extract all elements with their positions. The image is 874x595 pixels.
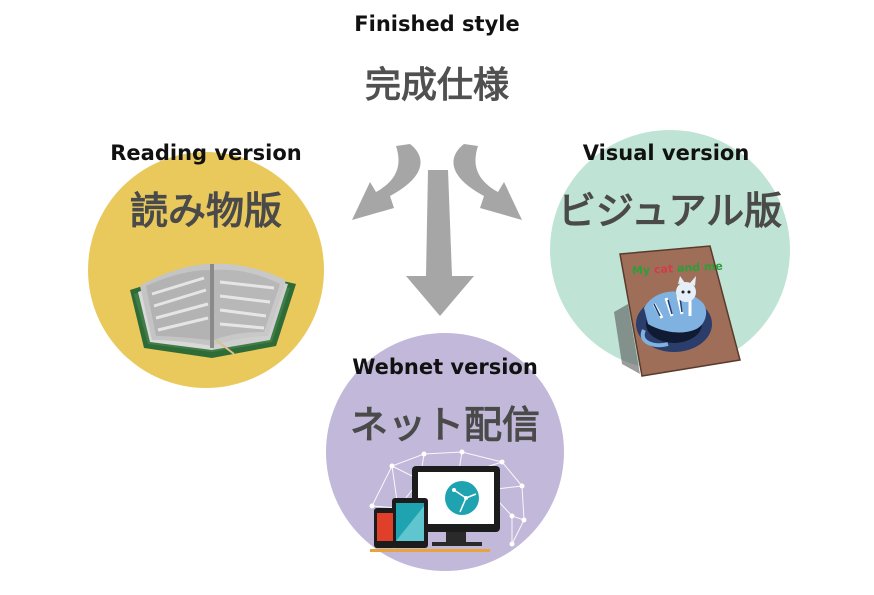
webnet-version-label-en: Webnet version [352,355,538,379]
magazine-title-part3: and me [672,259,724,276]
magazine-title-part2: cat [653,262,674,277]
webnet-version-label-jp: ネット配信 [349,403,540,447]
visual-version-label-jp: ビジュアル版 [557,189,783,233]
header-title-jp: 完成仕様 [364,65,509,106]
open-book-icon [130,263,296,358]
cat-magazine-icon: My cat and me [614,245,742,378]
devices-network-icon [369,449,527,552]
magazine-title-part1: My [631,263,655,278]
arrow-right-icon [453,144,522,220]
header-title-en: Finished style [354,12,520,36]
arrow-down-icon [406,170,474,316]
visual-version-label-en: Visual version [582,141,750,165]
arrow-left-icon [352,144,421,220]
reading-version-label-en: Reading version [110,141,302,165]
reading-version-label-jp: 読み物版 [129,189,282,233]
